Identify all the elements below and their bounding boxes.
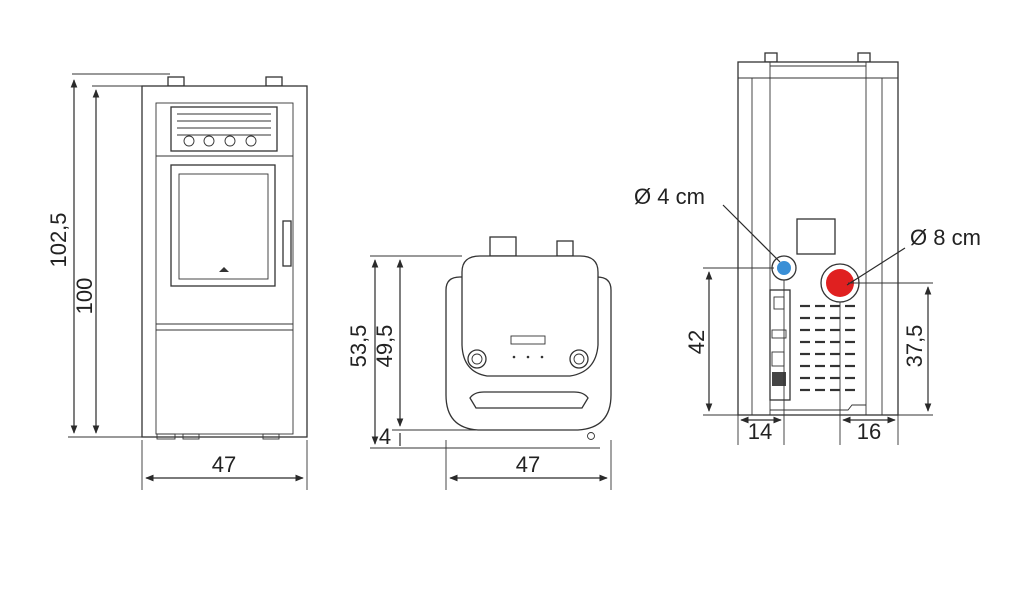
top-width-label: 47 bbox=[516, 452, 540, 477]
top-foot-offset-label: 4 bbox=[379, 424, 391, 449]
rear-view bbox=[703, 52, 933, 445]
air-inlet-marker bbox=[777, 261, 791, 275]
flue-outlet-side-offset-label: 16 bbox=[857, 419, 881, 444]
air-inlet-height-label: 42 bbox=[684, 330, 709, 354]
front-height-body-label: 100 bbox=[72, 278, 97, 315]
front-width-label: 47 bbox=[212, 452, 236, 477]
flue-outlet-marker bbox=[826, 269, 854, 297]
vent-grille bbox=[800, 304, 855, 392]
top-view bbox=[370, 236, 612, 490]
front-height-total-label: 102,5 bbox=[46, 212, 71, 267]
flue-outlet-height-label: 37,5 bbox=[902, 325, 927, 368]
air-inlet-diameter-label: Ø 4 cm bbox=[634, 184, 705, 209]
air-inlet-side-offset-label: 14 bbox=[748, 419, 772, 444]
top-depth-total-label: 53,5 bbox=[346, 325, 371, 368]
flue-outlet-diameter-label: Ø 8 cm bbox=[910, 225, 981, 250]
top-depth-body-label: 49,5 bbox=[372, 325, 397, 368]
front-view bbox=[68, 73, 308, 490]
